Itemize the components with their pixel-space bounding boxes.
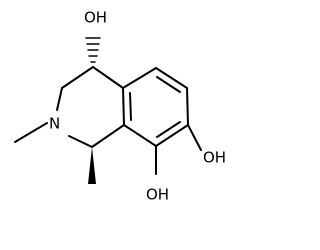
bond-c8a-c4a: [122, 87, 125, 126]
bond-c7-c8: [155, 124, 189, 147]
bond-c5-c6: [155, 67, 188, 89]
bond-c4-c3: [61, 66, 94, 89]
bond-c5-c6-inner: [156, 76, 181, 93]
bond-c1-c8a: [91, 124, 125, 148]
oh-right-label: OH: [203, 149, 226, 167]
bond-c7-oh: [187, 124, 202, 151]
hashed-stereo-bond-c4-oh: [85, 37, 101, 63]
bond-c8-c8a: [123, 124, 157, 147]
bond-c7-c8-inner: [156, 121, 181, 138]
bond-c6-c7: [186, 87, 189, 126]
molecule-structure: OH N OH OH: [14, 9, 226, 204]
bond-n-c1: [68, 135, 93, 148]
bond-c4a-c4: [92, 66, 124, 89]
bond-c8a-c4a-inner: [129, 92, 132, 121]
bond-c4a-c5: [122, 67, 157, 89]
bond-n-methyl: [14, 122, 48, 143]
molecule-canvas: OH N OH OH: [14, 8, 227, 204]
bond-c3-n: [56, 87, 63, 111]
wedge-stereo-bond-c1-methyl: [88, 147, 96, 184]
oh-top-label: OH: [84, 9, 107, 27]
nitrogen-label: N: [49, 115, 60, 133]
oh-bottom-label: OH: [146, 186, 169, 204]
